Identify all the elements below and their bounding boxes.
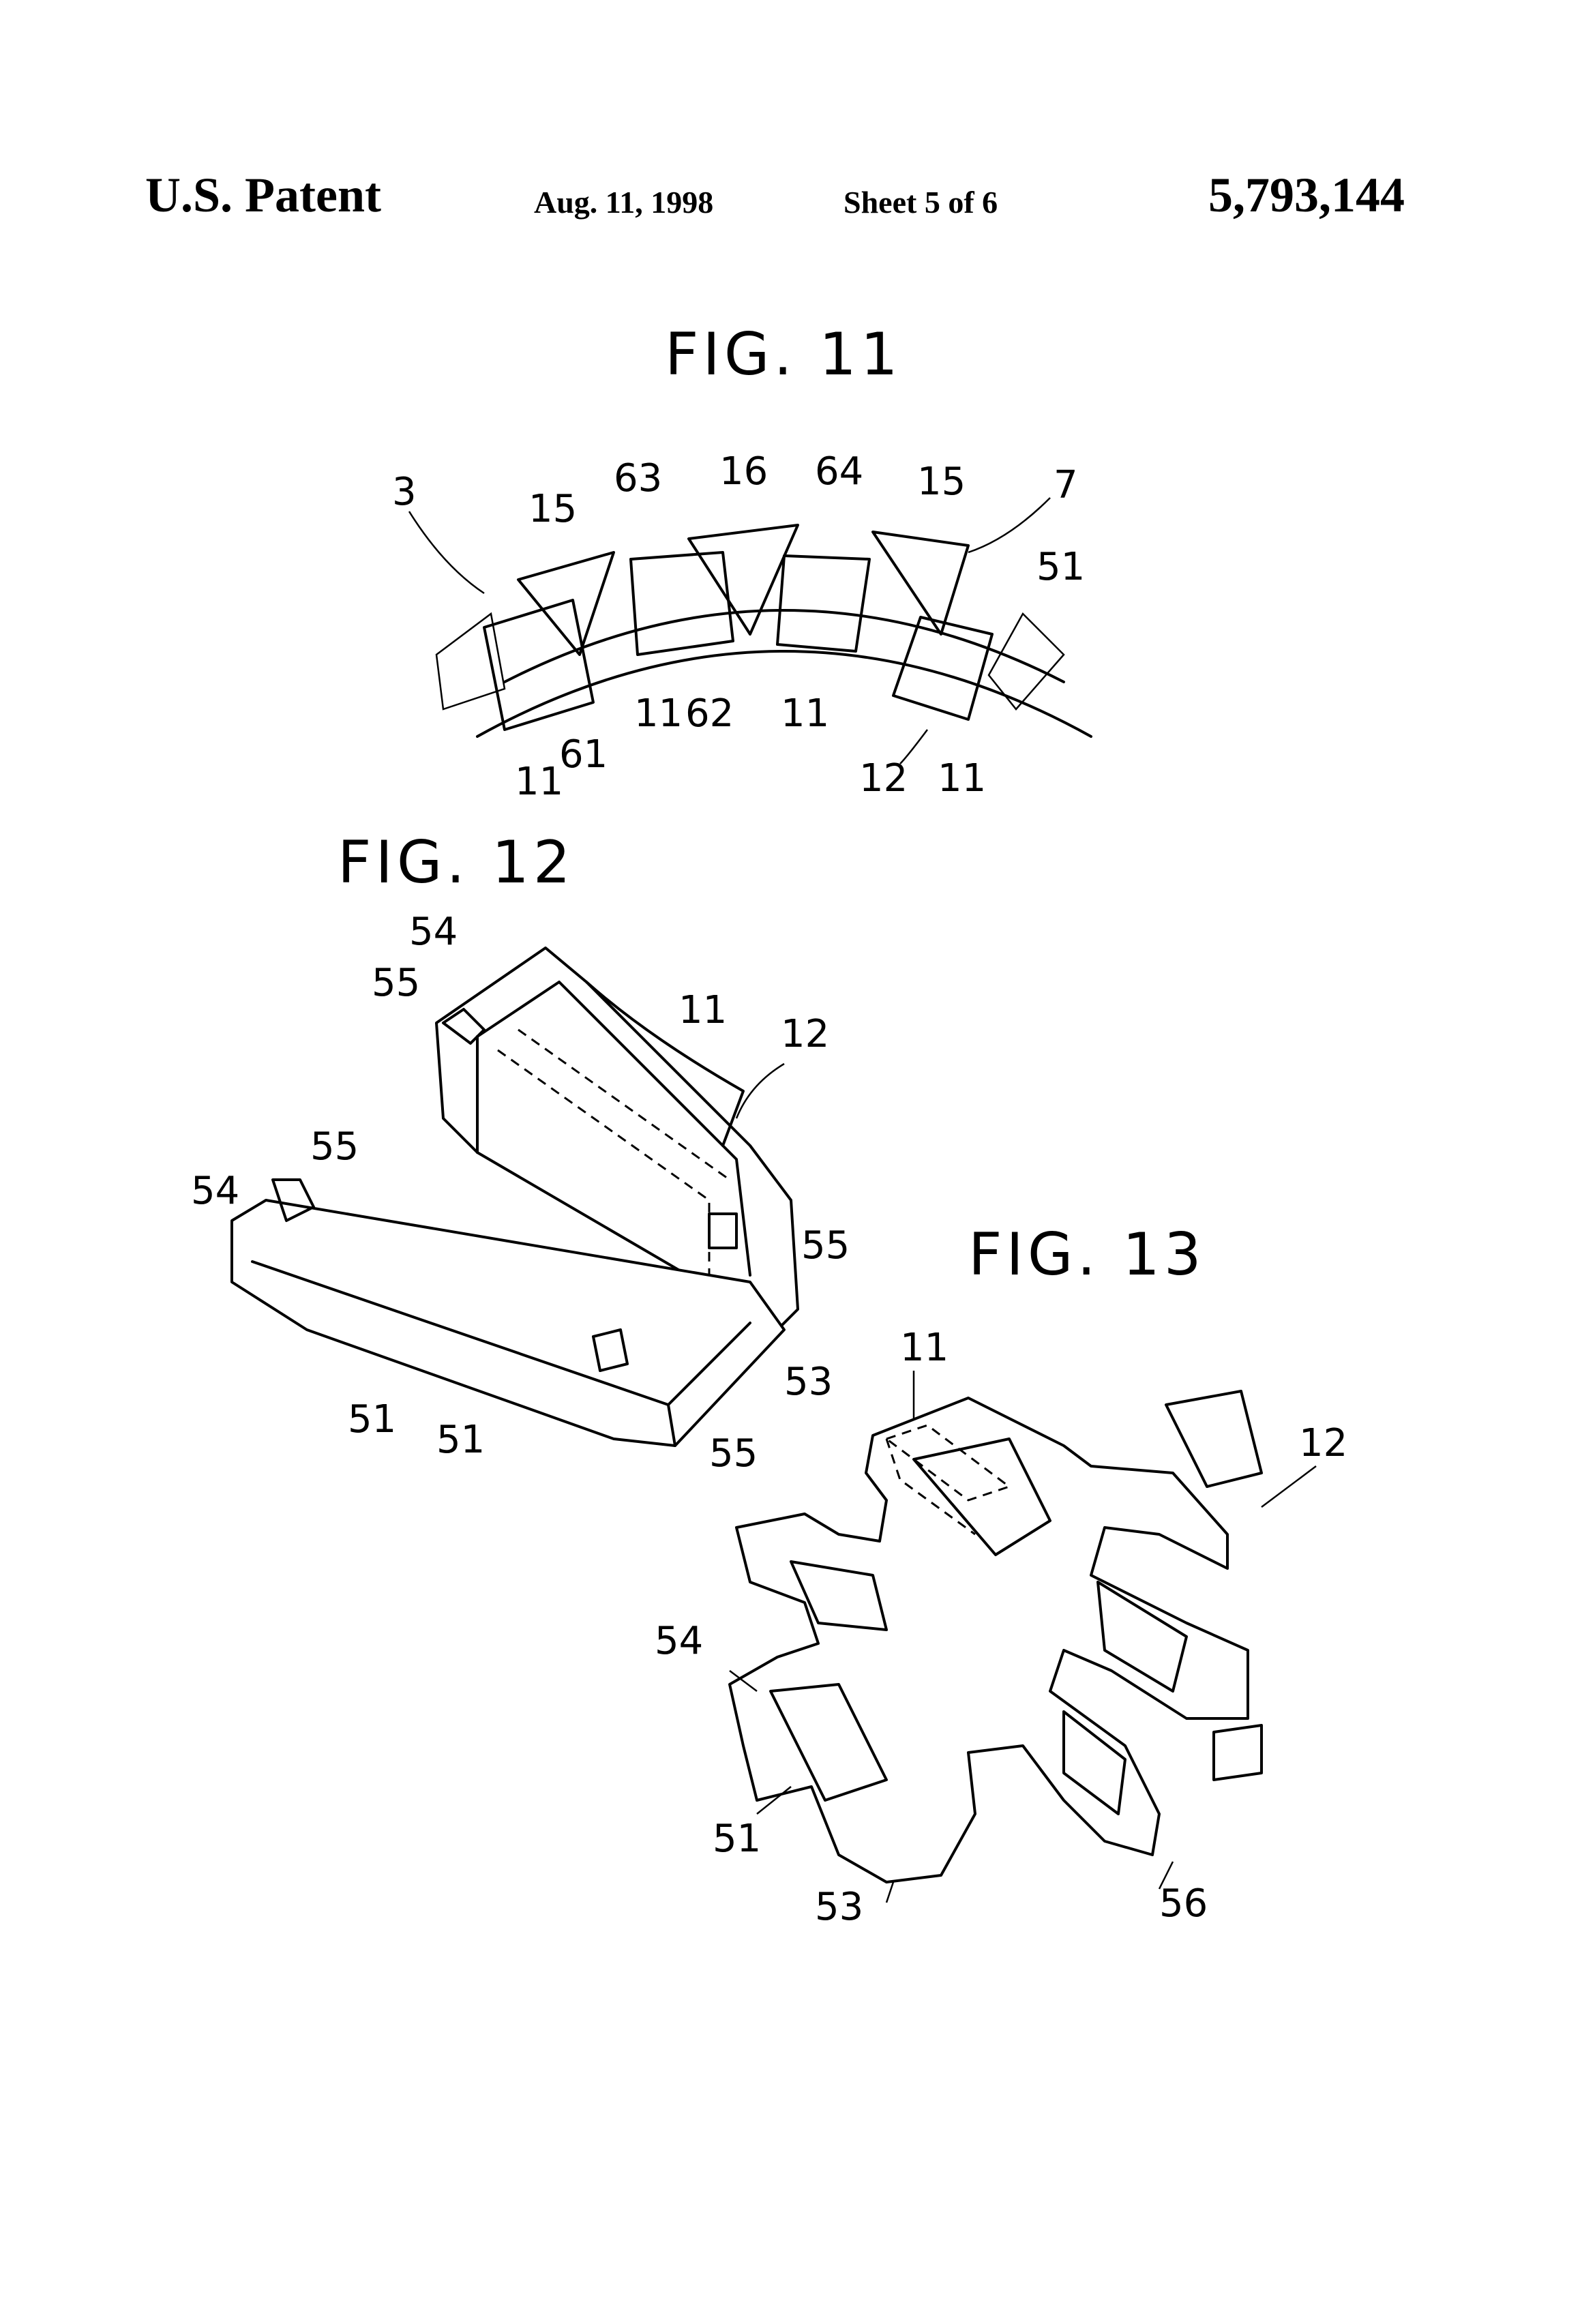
fig11-ref-63: 63	[614, 456, 662, 501]
fig11-ref-7: 7	[1054, 463, 1078, 507]
fig12-ref-11: 11	[678, 988, 727, 1032]
fig12-ref-51a: 51	[348, 1397, 396, 1442]
fig11-ref-15a: 15	[528, 487, 577, 531]
fig11-ref-64: 64	[815, 449, 863, 494]
fig12-ref-54a: 54	[409, 910, 458, 954]
fig13-ref-11: 11	[900, 1326, 949, 1370]
fig11-drawing: 3 15 63 16 64 15 7 51 11 61 11 62 11 12 …	[392, 449, 1091, 804]
fig12-ref-55d: 55	[709, 1431, 758, 1476]
fig13-ref-51: 51	[713, 1817, 761, 1861]
fig11-ref-15b: 15	[917, 460, 966, 504]
fig11-ref-11c: 11	[781, 691, 829, 736]
fig13-ref-54: 54	[655, 1619, 703, 1663]
fig11-ref-11b: 11	[634, 691, 683, 736]
fig12-ref-54b: 54	[191, 1169, 239, 1213]
fig13-ref-12: 12	[1299, 1421, 1347, 1465]
fig11-ref-62: 62	[685, 691, 734, 736]
fig11-ref-12: 12	[859, 756, 908, 801]
fig12-drawing: 54 55 11 12 55 54 55 51 51 55 53	[191, 910, 850, 1476]
fig11-ref-61: 61	[559, 732, 608, 777]
fig12-ref-53: 53	[784, 1360, 833, 1404]
fig13-ref-56: 56	[1159, 1881, 1208, 1926]
fig11-ref-51: 51	[1036, 545, 1085, 589]
fig11-ref-11a: 11	[515, 760, 563, 804]
fig12-ref-12: 12	[781, 1012, 829, 1056]
fig11-ref-11d: 11	[938, 756, 986, 801]
fig13-ref-53: 53	[815, 1885, 863, 1929]
fig12-ref-55a: 55	[372, 961, 420, 1005]
fig12-ref-55b: 55	[801, 1223, 850, 1268]
fig11-ref-3: 3	[392, 470, 417, 514]
fig11-ref-16: 16	[719, 449, 768, 494]
fig13-drawing: 11 12 54 51 53 56	[655, 1326, 1347, 1929]
fig12-ref-55c: 55	[310, 1124, 359, 1169]
fig12-ref-51b: 51	[436, 1418, 485, 1462]
